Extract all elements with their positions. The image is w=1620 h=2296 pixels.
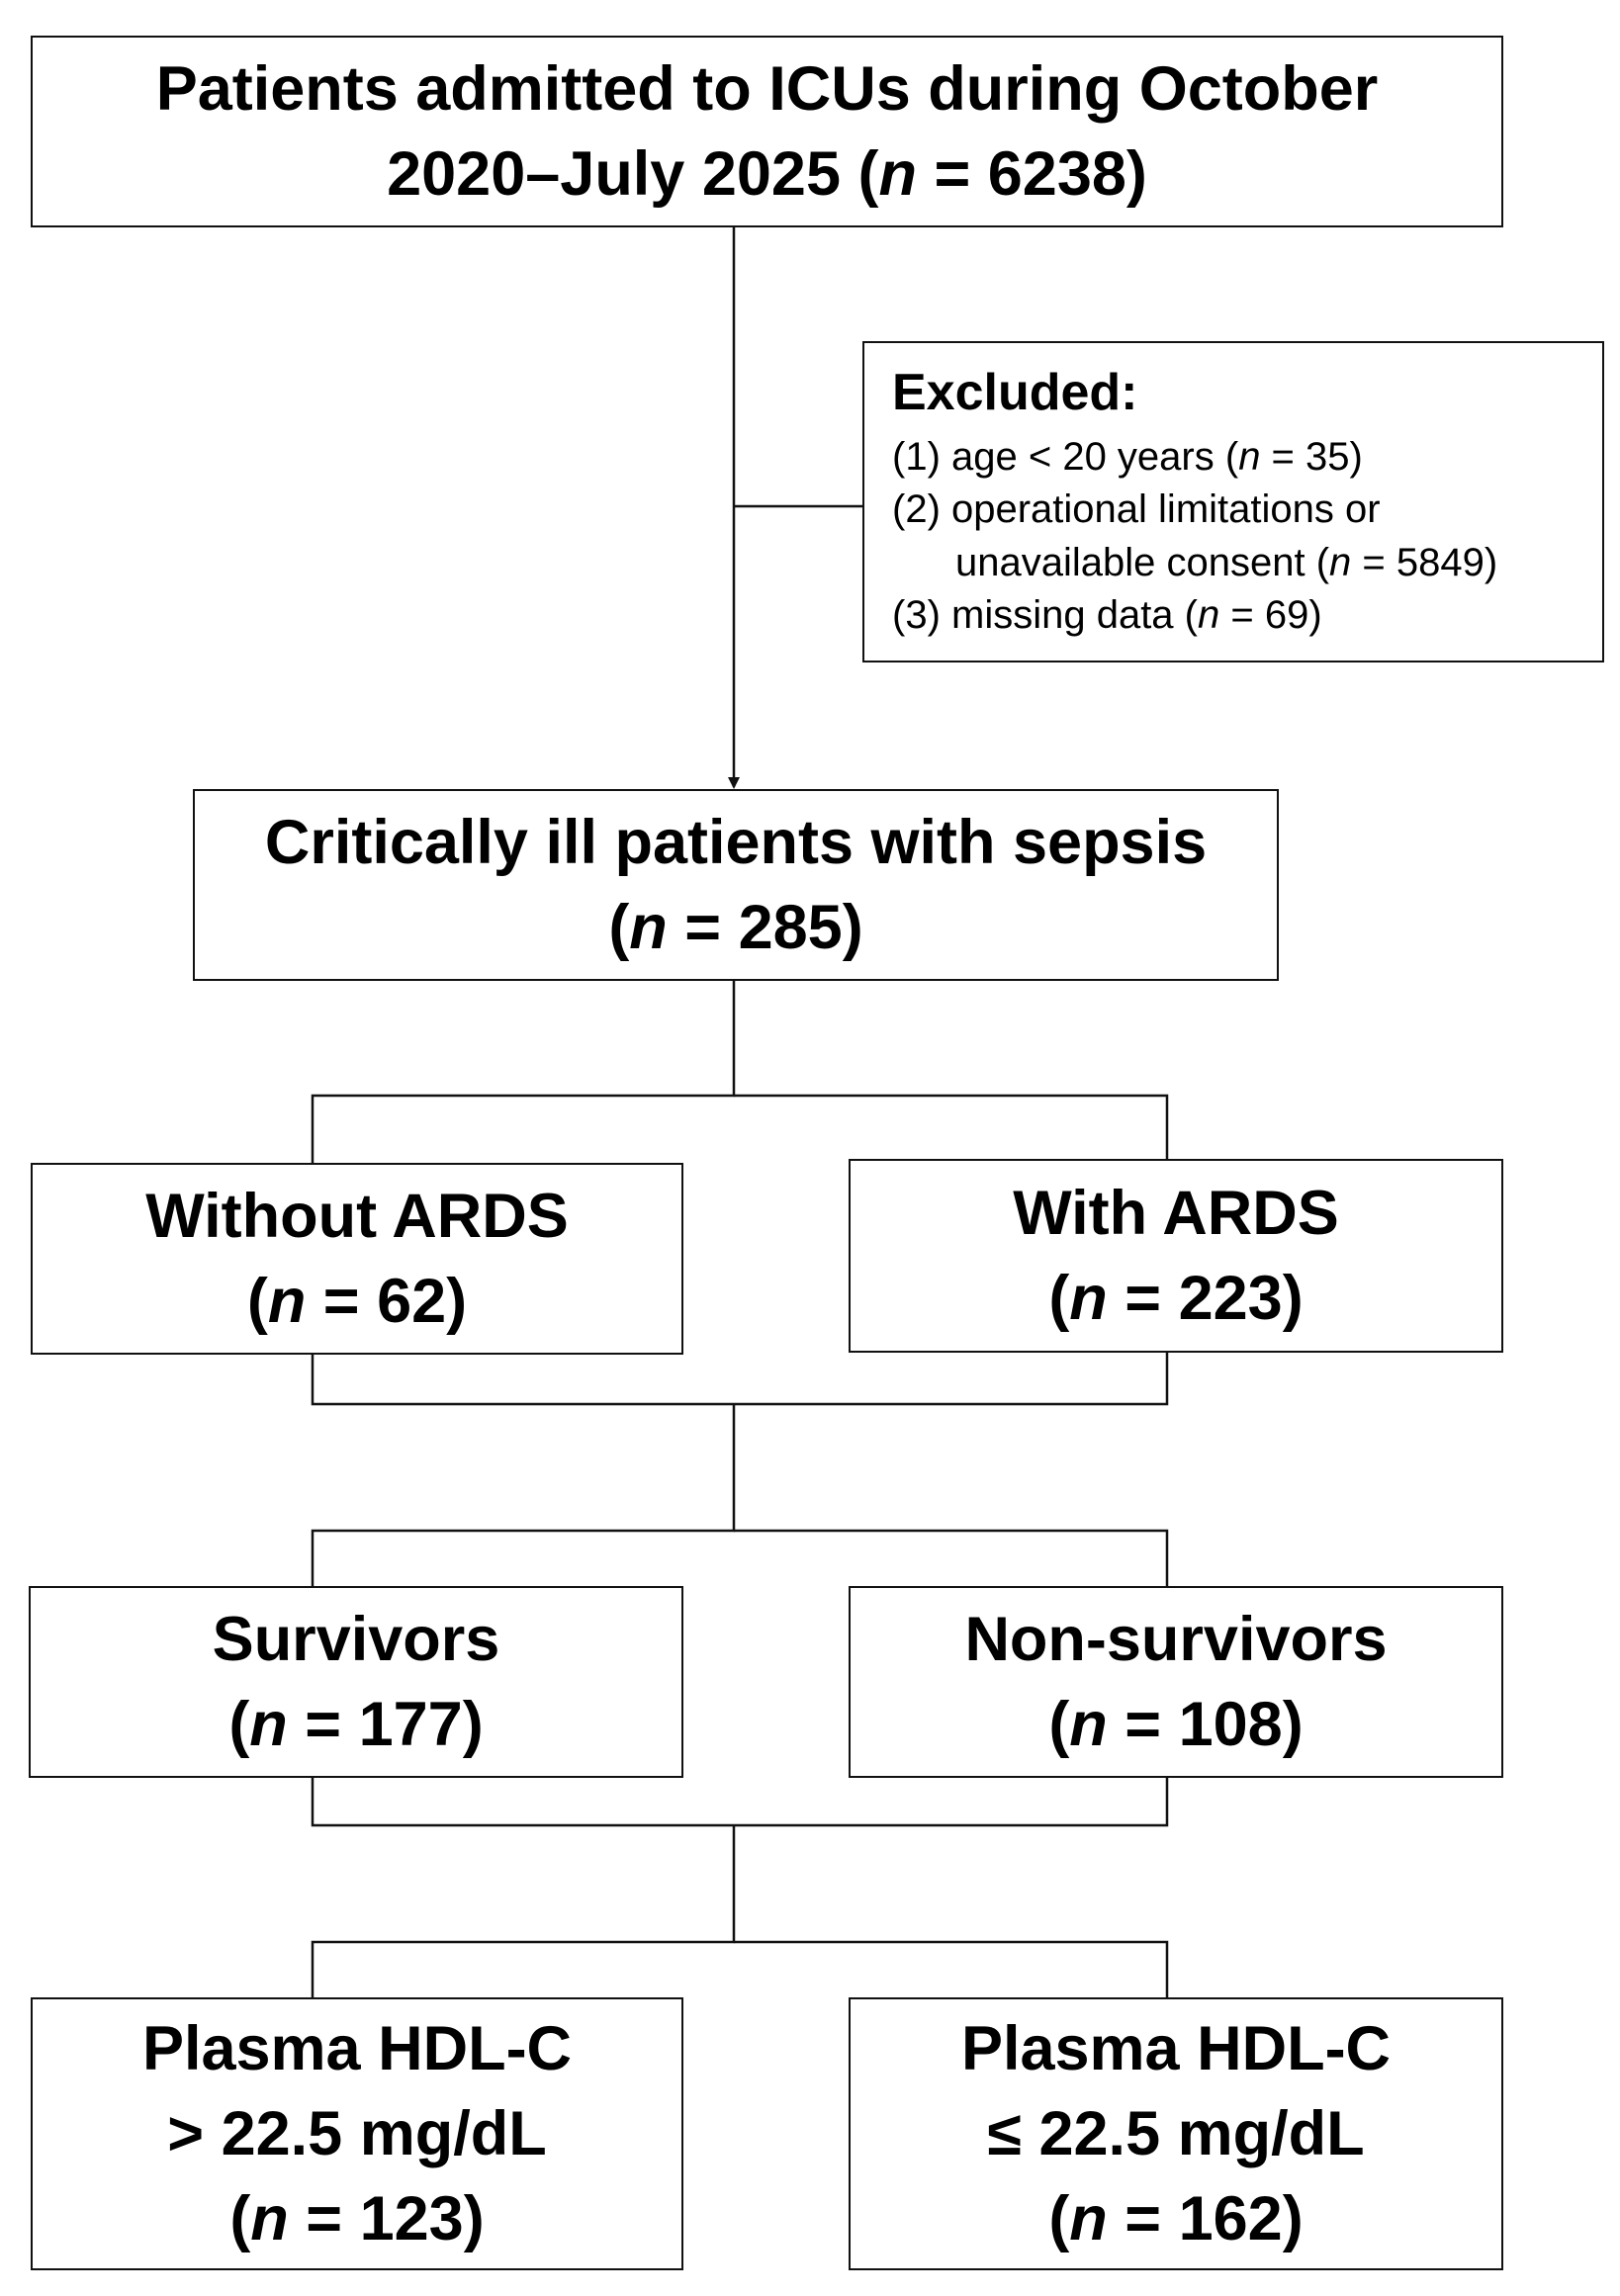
survivors-line2: (n = 177) <box>228 1690 484 1759</box>
hdl-high-line2: > 22.5 mg/dL <box>167 2098 547 2168</box>
split-to-hdl <box>311 1825 736 1997</box>
without-ards-line2: (n = 62) <box>246 1267 468 1336</box>
sepsis-patients-box: Critically ill patients with sepsis (n =… <box>193 789 1279 981</box>
split-sepsis-to-ards <box>311 981 736 1163</box>
split-to-survival-right <box>734 1529 1169 1586</box>
hdl-low-line2: ≤ 22.5 mg/dL <box>987 2098 1365 2168</box>
sepsis-line2: (n = 285) <box>608 893 863 962</box>
sepsis-line1: Critically ill patients with sepsis <box>264 807 1208 877</box>
excluded-item-operational: (2) operational limitations or <box>892 487 1381 532</box>
hdl-low-line1: Plasma HDL-C <box>960 2013 1392 2083</box>
without-ards-box: Without ARDS (n = 62) <box>31 1163 683 1355</box>
merge-survival <box>311 1778 1169 1827</box>
with-ards-box: With ARDS (n = 223) <box>849 1159 1503 1353</box>
survivors-box: Survivors (n = 177) <box>29 1586 683 1778</box>
hdl-high-line1: Plasma HDL-C <box>141 2013 573 2083</box>
enrolled-patients-line2: 2020–July 2025 (n = 6238) <box>387 139 1147 209</box>
non-survivors-box: Non-survivors (n = 108) <box>849 1586 1503 1778</box>
hdl-low-line3: (n = 162) <box>1048 2184 1304 2254</box>
non-survivors-line1: Non-survivors <box>964 1604 1388 1674</box>
without-ards-line1: Without ARDS <box>145 1181 569 1251</box>
split-sepsis-to-ards-right <box>734 1094 1169 1159</box>
excluded-item-missing: (3) missing data (n = 69) <box>892 592 1322 637</box>
survivors-line1: Survivors <box>212 1604 500 1674</box>
with-ards-line2: (n = 223) <box>1048 1264 1304 1333</box>
excluded-item-consent: unavailable consent (n = 5849) <box>955 540 1498 584</box>
hdl-low-box: Plasma HDL-C ≤ 22.5 mg/dL (n = 162) <box>849 1997 1503 2270</box>
excluded-title: Excluded: <box>892 364 1138 421</box>
excluded-box: Excluded: (1) age < 20 years (n = 35) (2… <box>862 341 1604 662</box>
enrolled-patients-line1: Patients admitted to ICUs during October <box>155 53 1379 124</box>
merge-ards <box>311 1353 1169 1406</box>
hdl-high-box: Plasma HDL-C > 22.5 mg/dL (n = 123) <box>31 1997 683 2270</box>
enrolled-patients-box: Patients admitted to ICUs during October… <box>31 36 1503 227</box>
split-to-survival <box>311 1404 736 1586</box>
with-ards-line1: With ARDS <box>1013 1178 1339 1248</box>
hdl-high-line3: (n = 123) <box>229 2184 485 2254</box>
non-survivors-line2: (n = 108) <box>1048 1690 1304 1759</box>
split-to-hdl-right <box>734 1940 1169 1997</box>
excluded-item-age: (1) age < 20 years (n = 35) <box>892 435 1363 480</box>
